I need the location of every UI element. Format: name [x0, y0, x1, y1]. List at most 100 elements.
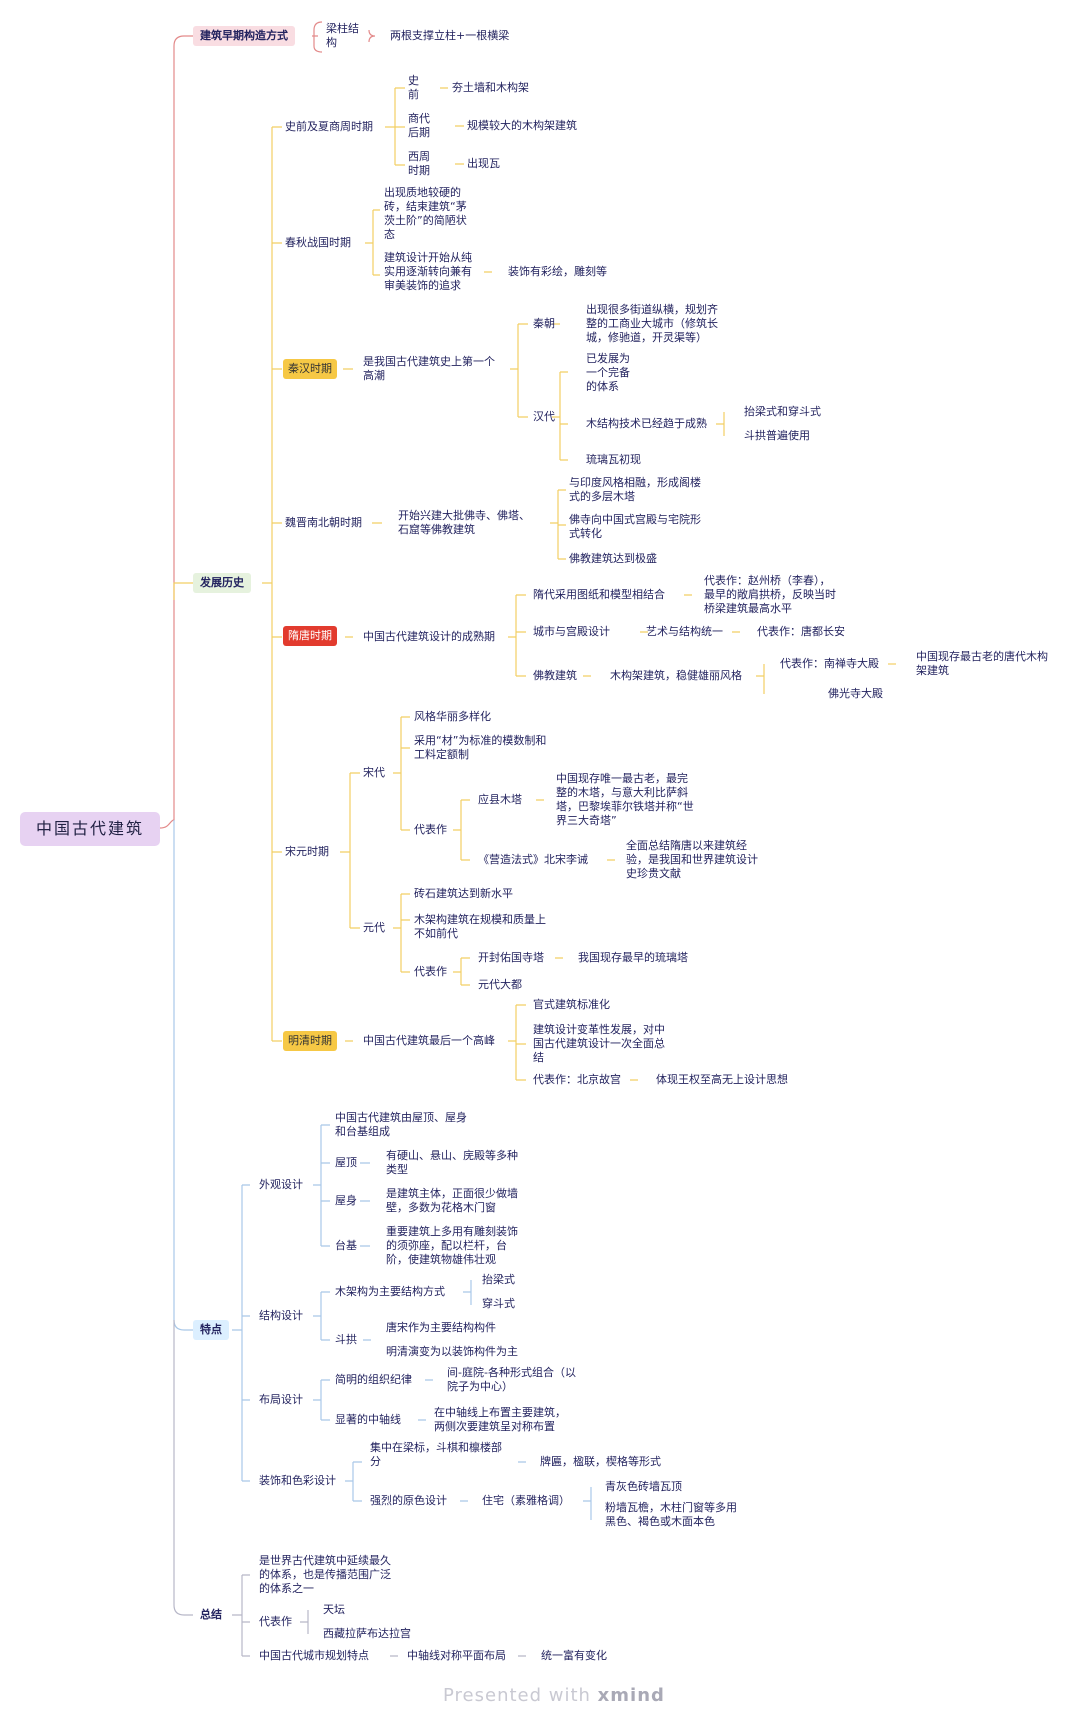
- node-summary-b1[interactable]: 天坛: [323, 1603, 345, 1616]
- node-mingqing[interactable]: 明清时期: [283, 1031, 337, 1051]
- node-suitang[interactable]: 隋唐时期: [283, 626, 337, 646]
- node-summary-b2[interactable]: 西藏拉萨布达拉宫: [323, 1627, 411, 1640]
- node-mingqing-desc[interactable]: 中国古代建筑最后一个高峰: [363, 1034, 495, 1047]
- node-yuan[interactable]: 元代: [363, 921, 385, 934]
- node-summary-b[interactable]: 代表作: [259, 1615, 292, 1628]
- node-mingqing-b[interactable]: 建筑设计变革性发展，对中 国古代建筑设计一次全面总 结: [533, 1023, 665, 1064]
- node-suitang-b[interactable]: 城市与宫殿设计: [533, 625, 610, 638]
- node-suitang-a1[interactable]: 代表作：赵州桥（李春）， 最早的敞肩拱桥，反映当时 桥梁建筑最高水平: [704, 574, 836, 615]
- node-song-s1[interactable]: 风格华丽多样化: [414, 710, 491, 723]
- node-body-desc[interactable]: 是建筑主体，正面很少做墙 壁，多数为花格木门窗: [386, 1187, 518, 1214]
- node-han-c[interactable]: 琉璃瓦初现: [586, 453, 641, 466]
- node-suitang-c4[interactable]: 佛光寺大殿: [828, 687, 883, 700]
- node-layout-a[interactable]: 简明的组织纪律: [335, 1373, 412, 1386]
- node-suitang-b2[interactable]: 代表作：唐都长安: [757, 625, 845, 638]
- node-roof-desc[interactable]: 有硬山、悬山、庑殿等多种 类型: [386, 1149, 518, 1176]
- node-dougong[interactable]: 斗拱: [335, 1333, 357, 1346]
- topic-early-construction[interactable]: 建筑早期构造方式: [193, 26, 295, 46]
- node-han-b1[interactable]: 抬梁式和穿斗式: [744, 405, 821, 418]
- node-layout[interactable]: 布局设计: [259, 1393, 303, 1406]
- node-han-b[interactable]: 木结构技术已经趋于成熟: [586, 417, 707, 430]
- node-yuan-y2[interactable]: 木架构建筑在规模和质量上 不如前代: [414, 913, 546, 940]
- node-appearance[interactable]: 外观设计: [259, 1178, 303, 1191]
- node-weijin-b[interactable]: 佛寺向中国式宫殿与宅院形 式转化: [569, 513, 701, 540]
- node-base[interactable]: 台基: [335, 1239, 357, 1252]
- node-song-s3b1[interactable]: 全面总结隋唐以来建筑经 验，是我国和世界建筑设计 史珍贵文献: [626, 839, 758, 880]
- node-suitang-a[interactable]: 隋代采用图纸和模型相结合: [533, 588, 665, 601]
- node-structure-a1[interactable]: 抬梁式: [482, 1273, 515, 1286]
- node-suitang-c1[interactable]: 木构架建筑，稳健雄丽风格: [610, 669, 742, 682]
- node-body[interactable]: 屋身: [335, 1194, 357, 1207]
- node-chunqiu[interactable]: 春秋战国时期: [285, 236, 351, 249]
- node-song-s2[interactable]: 采用“材”为标准的模数制和 工料定额制: [414, 734, 547, 761]
- node-song-s3[interactable]: 代表作: [414, 823, 447, 836]
- node-song-s3a[interactable]: 应县木塔: [478, 793, 522, 806]
- node-mingqing-a[interactable]: 官式建筑标准化: [533, 998, 610, 1011]
- node-han[interactable]: 汉代: [533, 410, 555, 423]
- node-yuan-y1[interactable]: 砖石建筑达到新水平: [414, 887, 513, 900]
- node-han-b2[interactable]: 斗拱普遍使用: [744, 429, 810, 442]
- node-prehistory-v2[interactable]: 规模较大的木构架建筑: [467, 119, 577, 132]
- node-prehistory-k3[interactable]: 西周 时期: [408, 150, 430, 177]
- node-layout-a1[interactable]: 间-庭院-各种形式组合（以 院子为中心）: [447, 1366, 576, 1393]
- node-summary-c1[interactable]: 中轴线对称平面布局: [407, 1649, 506, 1662]
- node-song-s3a1[interactable]: 中国现存唯一最古老，最完 整的木塔，与意大利比萨斜 塔，巴黎埃菲尔铁塔并称“世 …: [556, 772, 694, 827]
- node-decor-b1b[interactable]: 粉墙瓦檐，木柱门窗等多用 黑色、褐色或木面本色: [605, 1501, 737, 1528]
- node-chunqiu-b[interactable]: 建筑设计开始从纯 实用逐渐转向兼有 审美装饰的追求: [384, 251, 472, 292]
- node-decor-b[interactable]: 强烈的原色设计: [370, 1494, 447, 1507]
- node-suitang-c[interactable]: 佛教建筑: [533, 669, 577, 682]
- node-base-desc[interactable]: 重要建筑上多用有雕刻装饰 的须弥座，配以栏杆，台 阶，使建筑物雄伟壮观: [386, 1225, 518, 1266]
- node-weijin-desc[interactable]: 开始兴建大批佛寺、佛塔、 石窟等佛教建筑: [398, 509, 530, 536]
- node-yuan-y3[interactable]: 代表作: [414, 965, 447, 978]
- node-layout-b1[interactable]: 在中轴线上布置主要建筑， 两侧次要建筑呈对称布置: [434, 1406, 566, 1433]
- node-decor[interactable]: 装饰和色彩设计: [259, 1474, 336, 1487]
- node-roof[interactable]: 屋顶: [335, 1156, 357, 1169]
- node-qinhan[interactable]: 秦汉时期: [283, 359, 337, 379]
- node-layout-b[interactable]: 显著的中轴线: [335, 1413, 401, 1426]
- node-dougong-b2[interactable]: 明清演变为以装饰构件为主: [386, 1345, 518, 1358]
- node-song[interactable]: 宋代: [363, 766, 385, 779]
- node-beam-column-desc[interactable]: 两根支撑立柱+一根横梁: [390, 29, 510, 42]
- node-prehistory-v3[interactable]: 出现瓦: [467, 157, 500, 170]
- node-yuan-y3b[interactable]: 元代大都: [478, 978, 522, 991]
- node-chunqiu-a[interactable]: 出现质地较硬的 砖，结束建筑“茅 茨土阶”的简陋状 态: [384, 186, 467, 241]
- node-decor-a1[interactable]: 牌匾，楹联，楔格等形式: [540, 1455, 661, 1468]
- node-suitang-c3[interactable]: 中国现存最古老的唐代木构 架建筑: [916, 650, 1048, 677]
- node-suitang-desc[interactable]: 中国古代建筑设计的成熟期: [363, 630, 495, 643]
- node-structure-a2[interactable]: 穿斗式: [482, 1297, 515, 1310]
- node-yuan-y3a1[interactable]: 我国现存最早的琉璃塔: [578, 951, 688, 964]
- node-summary-c[interactable]: 中国古代城市规划特点: [259, 1649, 369, 1662]
- node-qinhan-desc[interactable]: 是我国古代建筑史上第一个 高潮: [363, 355, 495, 382]
- node-songyuan[interactable]: 宋元时期: [285, 845, 329, 858]
- node-prehistory[interactable]: 史前及夏商周时期: [285, 120, 373, 133]
- node-structure[interactable]: 结构设计: [259, 1309, 303, 1322]
- node-appearance-a[interactable]: 中国古代建筑由屋顶、屋身 和台基组成: [335, 1111, 467, 1138]
- node-summary-c2[interactable]: 统一富有变化: [541, 1649, 607, 1662]
- node-qin-desc[interactable]: 出现很多街道纵横，规划齐 整的工商业大城市（修筑长 城，修驰道，开灵渠等）: [586, 303, 718, 344]
- node-suitang-b1[interactable]: 艺术与结构统一: [646, 625, 723, 638]
- node-suitang-c2[interactable]: 代表作：南禅寺大殿: [780, 657, 879, 670]
- node-song-s3b[interactable]: 《营造法式》北宋李诫: [478, 853, 588, 866]
- node-yuan-y3a[interactable]: 开封佑国寺塔: [478, 951, 544, 964]
- node-han-a[interactable]: 已发展为 一个完备 的体系: [586, 352, 630, 393]
- node-qin[interactable]: 秦朝: [533, 317, 555, 330]
- node-weijin-a[interactable]: 与印度风格相融，形成阁楼 式的多层木塔: [569, 476, 701, 503]
- topic-features[interactable]: 特点: [193, 1320, 229, 1340]
- node-dougong-b1[interactable]: 唐宋作为主要结构构件: [386, 1321, 496, 1334]
- node-weijin-c[interactable]: 佛教建筑达到极盛: [569, 552, 657, 565]
- node-chunqiu-b2[interactable]: 装饰有彩绘，雕刻等: [508, 265, 607, 278]
- node-structure-a[interactable]: 木架构为主要结构方式: [335, 1285, 445, 1298]
- topic-history[interactable]: 发展历史: [193, 573, 251, 593]
- node-summary-a[interactable]: 是世界古代建筑中延续最久 的体系，也是传播范围广泛 的体系之一: [259, 1554, 391, 1595]
- node-prehistory-k1[interactable]: 史 前: [408, 74, 419, 101]
- topic-summary[interactable]: 总结: [193, 1605, 229, 1625]
- node-prehistory-v1[interactable]: 夯土墙和木构架: [452, 81, 529, 94]
- node-decor-b1a[interactable]: 青灰色砖墙瓦顶: [605, 1480, 682, 1493]
- node-mingqing-c1[interactable]: 体现王权至高无上设计思想: [656, 1073, 788, 1086]
- node-beam-column[interactable]: 梁柱结 构: [326, 22, 359, 49]
- node-decor-b1[interactable]: 住宅（素雅格调）: [482, 1494, 570, 1507]
- node-weijin[interactable]: 魏晋南北朝时期: [285, 516, 362, 529]
- node-mingqing-c[interactable]: 代表作：北京故宫: [533, 1073, 621, 1086]
- root-topic[interactable]: 中国古代建筑: [20, 812, 160, 846]
- node-prehistory-k2[interactable]: 商代 后期: [408, 112, 430, 139]
